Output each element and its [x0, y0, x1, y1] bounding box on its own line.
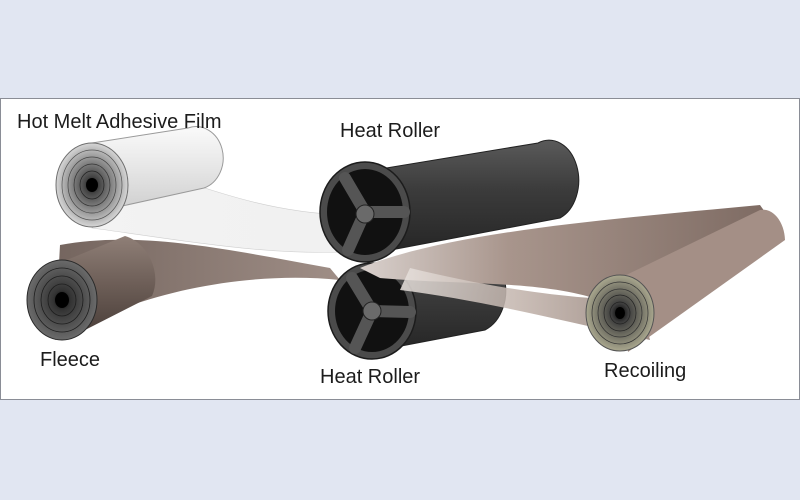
film-roll: [55, 126, 224, 228]
label-recoiling: Recoiling: [604, 360, 687, 382]
fleece-roll: [26, 236, 156, 341]
heat-roller-top: [319, 139, 580, 263]
label-heat-roller-top: Heat Roller: [340, 120, 441, 142]
recoiling-roll: [585, 209, 785, 352]
label-heat-roller-bottom: Heat Roller: [320, 366, 421, 388]
label-fleece: Fleece: [40, 349, 101, 371]
laminate-web: [360, 205, 785, 300]
label-hot-melt-adhesive-film: Hot Melt Adhesive Film: [17, 111, 222, 133]
